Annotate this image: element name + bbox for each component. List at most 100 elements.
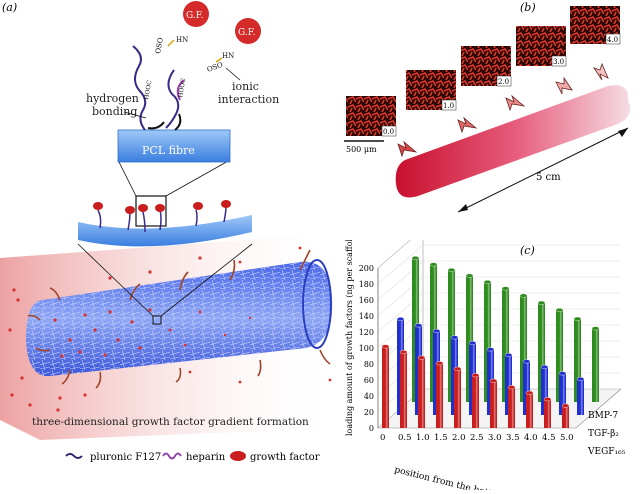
- micrograph-3: 3.0: [516, 26, 567, 67]
- growth-factor-icon: [230, 451, 246, 461]
- ionic-interaction-label-2: interaction: [218, 93, 279, 106]
- zoom-box-large: [135, 195, 167, 227]
- length-arrow: [457, 127, 629, 213]
- bar: [489, 378, 498, 428]
- svg-text:1.0: 1.0: [443, 102, 454, 110]
- y-tick-label: 60: [364, 376, 374, 385]
- y-tick-label: 180: [359, 280, 374, 289]
- svg-text:3.0: 3.0: [553, 58, 564, 66]
- scale-bar-label: 500 μm: [346, 145, 377, 154]
- growth-factor-dots: [8, 246, 332, 412]
- hooc-left: HOOC: [143, 79, 153, 100]
- panel-c: (c) 0 20 40 60 80 100 120 140 160 180 200 0 0.5 1.0 1…: [340, 199, 643, 494]
- x-tick-label: 0.5: [398, 433, 412, 443]
- panel-b-photo: (b) 0.0 1.0 2.0 3.0 4.0: [344, 1, 631, 213]
- y-tick-label: 80: [364, 360, 374, 369]
- panel-a: (a): [0, 1, 340, 463]
- legend-growth-factor: growth factor: [250, 452, 320, 463]
- hydrogen-bonding-label-2: bonding: [92, 105, 137, 118]
- heparin-icon: [162, 452, 182, 460]
- tethers: [27, 249, 331, 389]
- legend-pluronic: pluronic F127: [90, 452, 161, 463]
- micrograph-1: 1.0: [406, 70, 457, 111]
- x-tick-label: 0: [380, 433, 385, 443]
- hn-left: HN: [176, 36, 188, 44]
- bar: [453, 366, 462, 428]
- bar: [555, 307, 564, 402]
- bar: [561, 403, 570, 428]
- panel-b-label: (b): [520, 1, 536, 14]
- svg-text:G.F.: G.F.: [186, 11, 204, 21]
- svg-text:2.0: 2.0: [498, 78, 509, 86]
- x-tick-label: 2.5: [470, 433, 484, 443]
- micrograph-2: 2.0: [461, 46, 512, 87]
- panel-b: (b) 0.0 1.0 2.0 3.0 4.0: [340, 0, 643, 232]
- y-tick-label: 100: [359, 344, 374, 353]
- oso3-left: OSO: [154, 37, 165, 55]
- bar: [543, 397, 552, 428]
- bar: [483, 280, 492, 402]
- pcl-fibre-block: [117, 129, 231, 163]
- bar: [504, 352, 513, 415]
- zoom-box-small: [152, 315, 162, 325]
- position-arrows: [397, 62, 609, 158]
- bar: [507, 385, 516, 428]
- micrograph-0: 0.0: [346, 96, 397, 137]
- fibre-strip: [78, 215, 252, 247]
- panel-a-label: (a): [2, 1, 17, 14]
- legend-heparin: heparin: [186, 452, 226, 463]
- y-tick-label: 40: [364, 392, 374, 401]
- y-tick-label: 200: [359, 264, 374, 273]
- strip-growth-factors: [93, 200, 231, 233]
- growth-factor-chart: (c) 0 20 40 60 80 100 120 140 160 180 200 0 0.5 1.0 1…: [345, 199, 626, 494]
- x-tick-label: 4.5: [542, 433, 556, 443]
- series-label: VEGF₁₆₅: [587, 447, 626, 457]
- growth-factor-badge-2: G.F.: [235, 18, 261, 44]
- svg-text:G.F.: G.F.: [238, 28, 256, 38]
- bar: [573, 316, 582, 402]
- length-label: 5 cm: [536, 172, 561, 183]
- x-axis-label: position from the bottom (cm): [393, 464, 529, 490]
- hydrogen-bonding-label-1: hydrogen: [86, 92, 139, 105]
- micrograph-4: 4.0: [570, 6, 621, 45]
- x-tick-label: 3.0: [488, 433, 502, 443]
- svg-text:4.0: 4.0: [607, 36, 618, 44]
- bar: [417, 355, 426, 428]
- y-tick-label: 140: [359, 312, 374, 321]
- x-tick-label: 5.0: [560, 433, 574, 443]
- grid-line: [377, 244, 424, 285]
- y-tick-label: 20: [364, 408, 374, 417]
- bar: [522, 359, 531, 415]
- bar: [471, 373, 480, 428]
- y-tick-label: 0: [369, 424, 374, 433]
- bar: [519, 293, 528, 402]
- series-label: TGF-β₂: [588, 429, 619, 439]
- x-tick-label: 1.5: [434, 433, 448, 443]
- panel-a-diagram: (a): [0, 1, 340, 463]
- y-axis-label: loading amount of growth factors (ng per…: [345, 240, 354, 436]
- legend: pluronic F127 heparin growth factor: [65, 451, 320, 463]
- x-tick-label: 1.0: [416, 433, 430, 443]
- bar: [525, 390, 534, 428]
- bar: [435, 361, 444, 428]
- hooc-right: HOOC: [177, 77, 187, 98]
- oso3-right: OSO: [206, 61, 224, 74]
- panel-c-label: (c): [520, 244, 535, 257]
- pcl-fibre-label: PCL fibre: [142, 144, 195, 157]
- bar: [537, 300, 546, 402]
- panel-a-caption: three-dimensional growth factor gradient…: [32, 416, 309, 428]
- bar: [399, 349, 408, 428]
- growth-factor-badge-1: G.F.: [183, 1, 209, 27]
- pluronic-icon: [65, 453, 83, 459]
- y-tick-label: 160: [359, 296, 374, 305]
- y-tick-label: 120: [359, 328, 374, 337]
- bar: [381, 344, 390, 428]
- scaffold-rod: [395, 85, 631, 198]
- bar: [576, 376, 585, 415]
- ionic-interaction-label-1: ionic: [232, 80, 259, 93]
- hn-right: HN: [222, 52, 234, 60]
- bar: [501, 286, 510, 402]
- bar: [591, 326, 600, 402]
- x-tick-label: 2.0: [452, 433, 466, 443]
- series-label: BMP-7: [588, 411, 618, 421]
